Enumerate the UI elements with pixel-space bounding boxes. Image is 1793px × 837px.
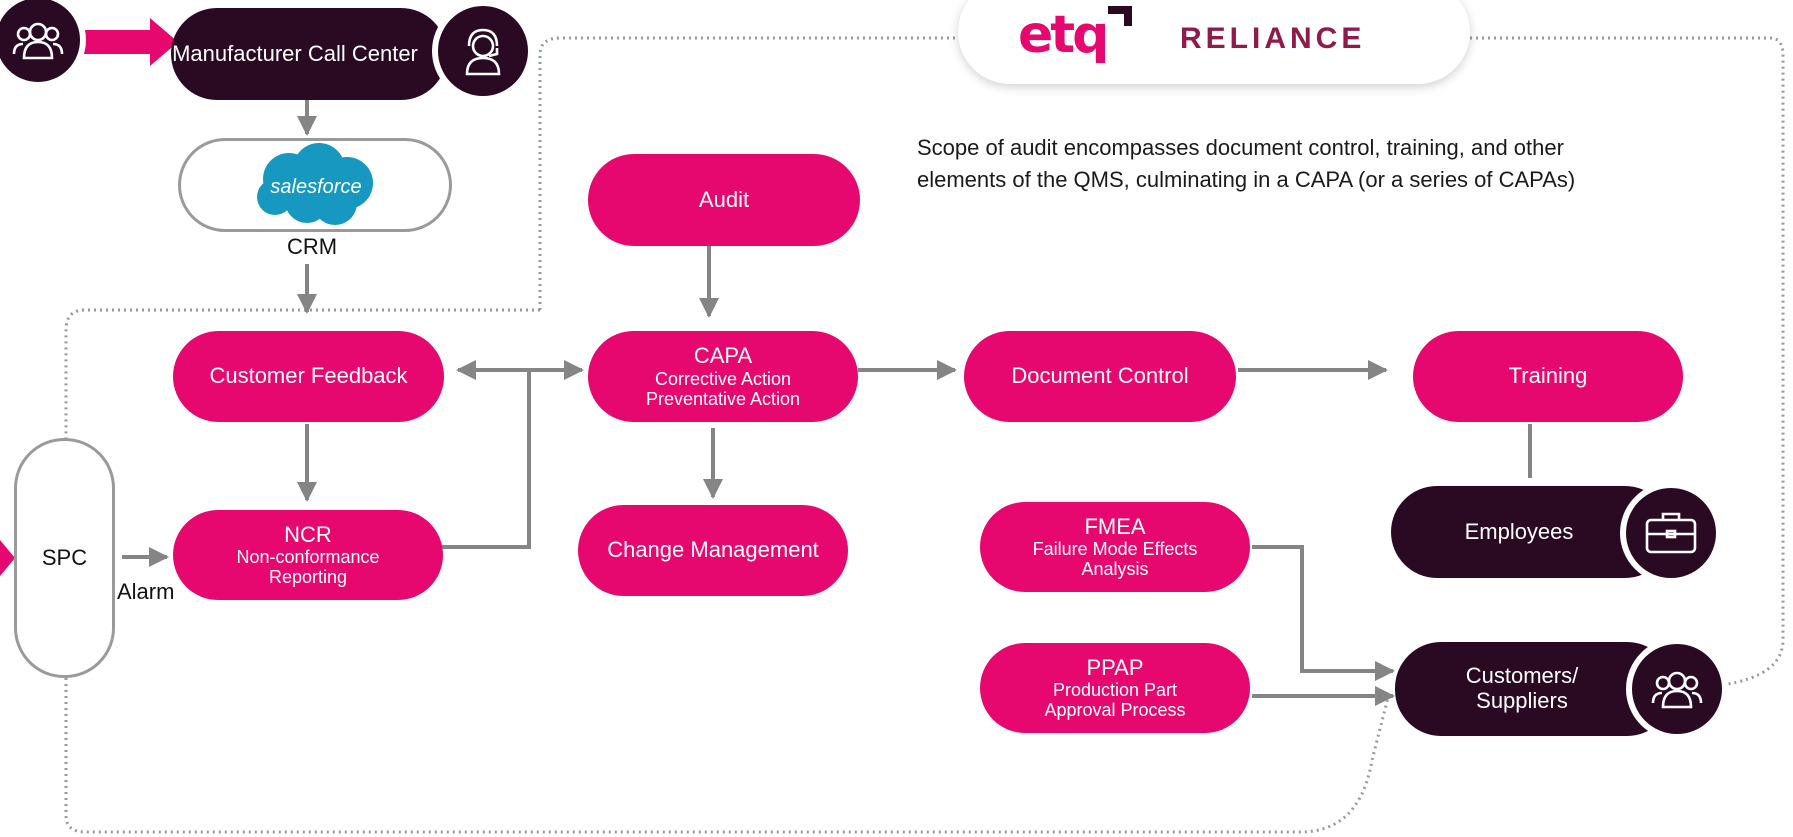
fmea-line1: Failure Mode Effects <box>1032 539 1198 560</box>
document-control-label: Document Control <box>1011 363 1189 389</box>
manufacturer-call-center: Manufacturer Call Center <box>171 8 447 100</box>
pink-arrow <box>84 18 178 66</box>
customers-line1: Customers/ <box>1465 663 1579 689</box>
ppap-line2: Approval Process <box>1044 700 1186 721</box>
spc-label: SPC <box>41 545 88 570</box>
etq-logo-mark: etq <box>1018 5 1109 65</box>
employees-label: Employees <box>1464 518 1574 544</box>
fmea-title: FMEA <box>1084 513 1146 539</box>
customers-line2: Suppliers <box>1476 688 1568 713</box>
fmea-line2: Analysis <box>1081 559 1149 580</box>
etq-logo-container <box>958 0 1470 84</box>
change-management-node: Change Management <box>578 505 848 596</box>
group-icon <box>1651 671 1703 709</box>
ppap-title: PPAP <box>1086 654 1144 680</box>
alarm-label: Alarm <box>117 579 175 604</box>
crm-label: CRM <box>287 234 338 259</box>
group-icon <box>12 22 64 60</box>
ncr-node: NCR Non-conformance Reporting <box>173 510 443 600</box>
headset-icon-badge <box>432 0 534 102</box>
dotted-boundary-left <box>64 308 540 440</box>
headset-icon <box>465 28 501 76</box>
capa-node: CAPA Corrective Action Preventative Acti… <box>588 331 858 422</box>
salesforce-cloud-icon: salesforce <box>257 143 373 225</box>
ncr-title: NCR <box>284 521 332 547</box>
training-label: Training <box>1508 363 1588 389</box>
etq-logo-accent-icon <box>1108 6 1132 26</box>
briefcase-icon <box>1645 512 1697 554</box>
arrow-fmea-to-customers <box>1252 545 1395 681</box>
spc-pink-wedge <box>0 540 15 576</box>
reliance-wordmark: RELIANCE <box>1180 22 1366 55</box>
customer-feedback-node: Customer Feedback <box>173 331 444 422</box>
document-control-node: Document Control <box>964 331 1236 422</box>
capa-title: CAPA <box>693 343 753 369</box>
arrow-ncr-to-capa <box>440 370 531 549</box>
group-icon-badge <box>0 0 86 88</box>
audit-node: Audit <box>588 154 860 246</box>
audit-scope-note: Scope of audit encompasses document cont… <box>917 135 1576 192</box>
ncr-line2: Reporting <box>268 567 348 588</box>
capa-line1: Corrective Action <box>654 368 792 389</box>
capa-line2: Preventative Action <box>645 388 801 409</box>
change-management-label: Change Management <box>607 537 819 563</box>
ppap-line1: Production Part <box>1052 680 1178 701</box>
call-center-label: Manufacturer Call Center <box>172 40 418 66</box>
spc-node: SPC <box>14 438 115 678</box>
ncr-line1: Non-conformance <box>236 547 380 568</box>
training-node: Training <box>1413 331 1683 422</box>
customers-group-icon-badge <box>1626 638 1728 740</box>
audit-label: Audit <box>698 186 750 212</box>
ppap-node: PPAP Production Part Approval Process <box>980 643 1250 733</box>
briefcase-icon-badge <box>1620 482 1722 584</box>
customer-feedback-label: Customer Feedback <box>209 363 408 389</box>
fmea-node: FMEA Failure Mode Effects Analysis <box>980 502 1250 592</box>
salesforce-wordmark: salesforce <box>270 176 361 198</box>
dotted-boundary-top-right <box>538 36 1785 687</box>
